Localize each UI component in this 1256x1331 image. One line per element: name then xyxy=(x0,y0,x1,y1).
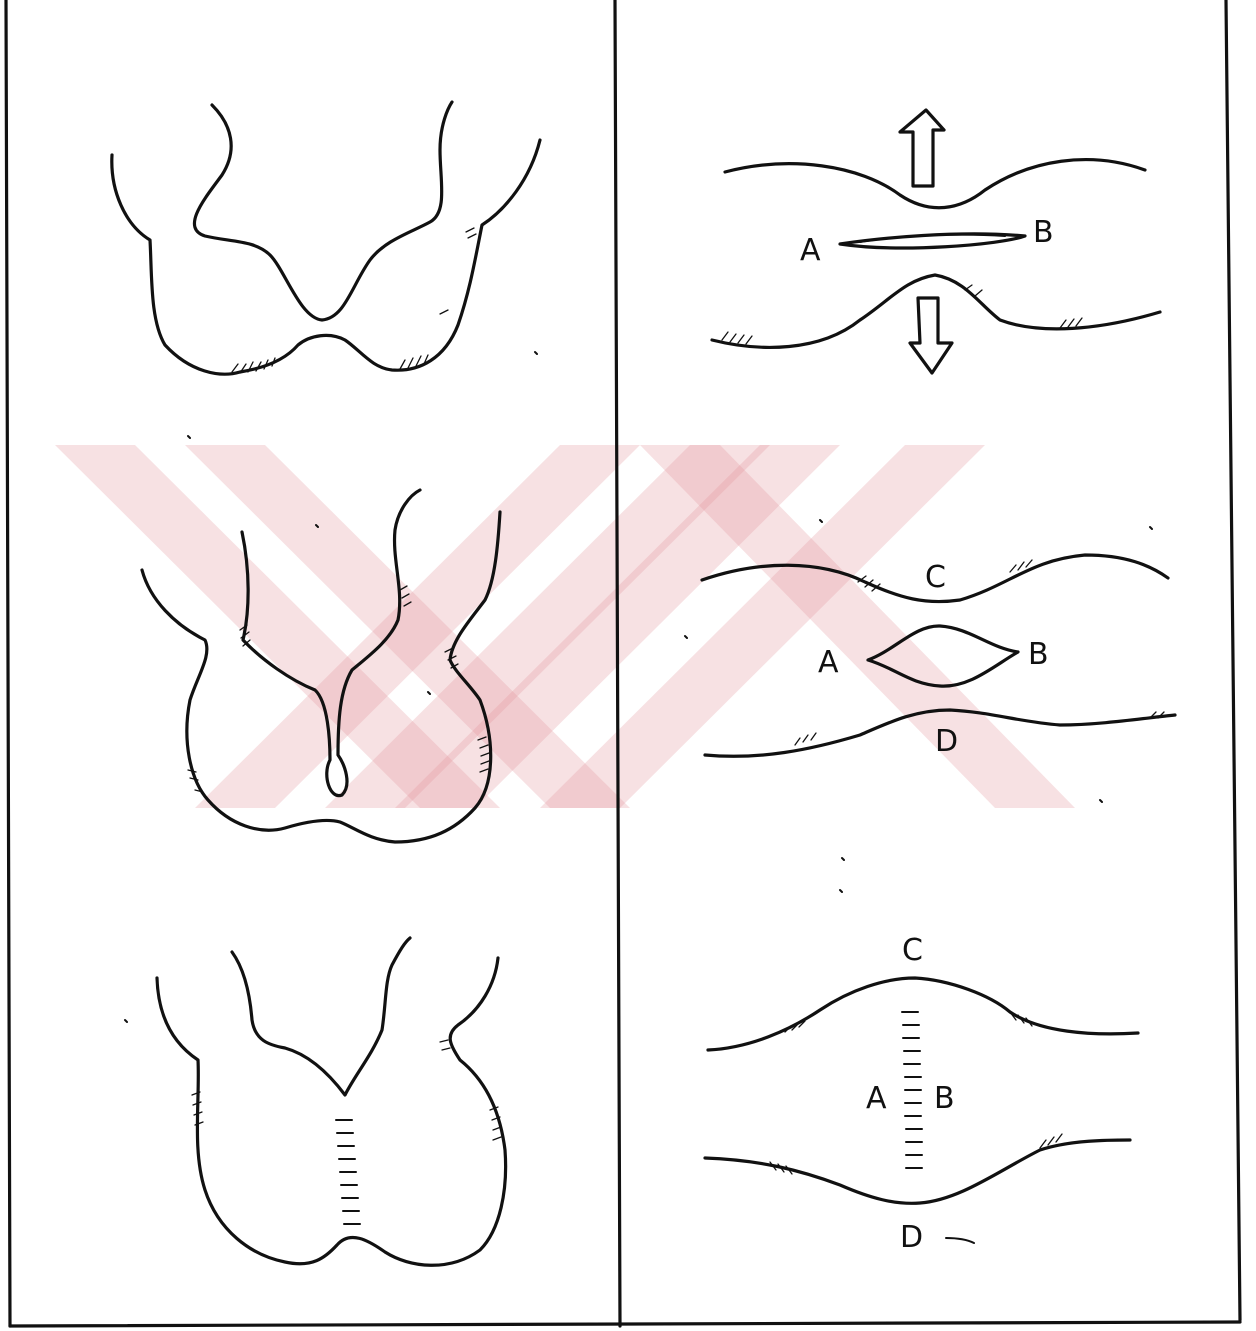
label-c: C xyxy=(925,560,946,595)
label-b: B xyxy=(934,1081,955,1116)
arrow-down-icon xyxy=(910,298,952,373)
figure-frame xyxy=(6,0,1240,1326)
right-panel-1: A B xyxy=(712,110,1160,373)
label-a: A xyxy=(866,1081,887,1116)
label-c: C xyxy=(902,933,923,968)
left-sketch-bottom xyxy=(125,938,506,1265)
right-panel-3: C A B D xyxy=(705,858,1138,1255)
left-sketch-top xyxy=(112,102,540,374)
label-d: D xyxy=(900,1220,923,1255)
arrow-up-icon xyxy=(900,110,944,186)
label-b: B xyxy=(1033,215,1054,250)
label-a: A xyxy=(818,645,839,680)
label-b: B xyxy=(1028,637,1049,672)
label-a: A xyxy=(800,233,821,268)
label-d: D xyxy=(935,724,958,759)
watermark xyxy=(55,445,1075,808)
